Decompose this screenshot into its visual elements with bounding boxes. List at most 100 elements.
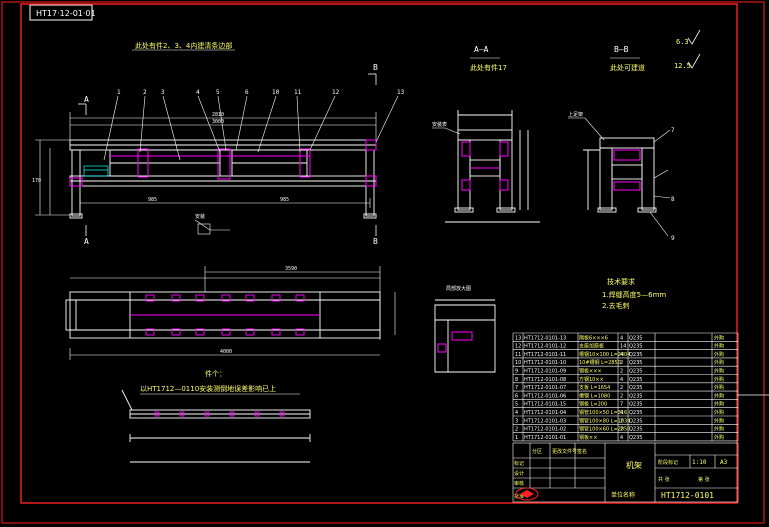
dim-length: 3000 — [212, 119, 224, 125]
bom-row-qty: 4 — [620, 435, 623, 441]
bom-row-qty: 2 — [620, 360, 623, 366]
tech-title: 技术要求 — [607, 277, 635, 286]
bom-row-qty: 4 — [620, 377, 623, 383]
install-leader-label: 安装 — [195, 213, 205, 220]
dim-top: 2810 — [212, 112, 224, 118]
section-b-leader-label: 上足架 — [568, 111, 583, 118]
dim-height: 170 — [32, 178, 41, 184]
section-marker-b-top: B — [373, 63, 378, 72]
tb-right-1: 阶段标记 — [658, 459, 678, 466]
plan-dimension-lines — [69, 266, 396, 360]
main-dimension-lines — [35, 112, 377, 216]
section-b-drawing — [583, 137, 657, 213]
bom-row-note: 外购 — [714, 343, 724, 350]
callout-12: 12 — [332, 89, 340, 96]
bom-row-qty: 7 — [620, 402, 623, 408]
bom-row-material: Q235 — [629, 393, 642, 399]
bom-row-code: HT1712-0101-15 — [524, 402, 566, 408]
bom-row-no: 9 — [515, 369, 518, 375]
bom-row-material: Q235 — [629, 427, 642, 433]
bom-row-material: Q235 — [629, 385, 642, 391]
main-hidden-lines — [83, 165, 109, 177]
callout-10: 10 — [272, 89, 280, 96]
tb-col-2: 更改文件号 — [552, 448, 577, 455]
callout-2: 2 — [143, 89, 147, 96]
bom-row-no: 7 — [515, 385, 518, 391]
bom-row-no: 1 — [515, 435, 518, 441]
section-a-leader-label: 安装表 — [432, 121, 447, 128]
bom-row-note: 外购 — [714, 351, 724, 358]
plan-view-parts — [130, 294, 320, 336]
bom-row-material: Q235 — [629, 435, 642, 441]
bom-row-no: 5 — [515, 402, 518, 408]
section-b-parts — [613, 149, 641, 191]
detail-parts — [437, 331, 473, 353]
bom-row-code: HT1712-0101-04 — [524, 410, 566, 416]
bom-row-name: 槽钢 L=1080 — [579, 392, 610, 399]
beam-caption: 以HT1712—0110安装测倒地误差影响已上 — [140, 384, 276, 393]
bom-row-note: 外购 — [714, 392, 724, 399]
callout-8: 8 — [671, 196, 675, 203]
title-block-name: 机架 — [626, 460, 642, 470]
bom-row-material: Q235 — [629, 344, 642, 350]
bom-row-note: 外购 — [714, 401, 724, 408]
bom-row-name: 方钢10×× — [579, 376, 604, 383]
callout-13: 13 — [397, 89, 405, 96]
bom-row-no: 11 — [515, 352, 521, 358]
bom-row-note: 外购 — [714, 334, 724, 341]
section-b-sub: 此处可建道 — [610, 63, 645, 72]
section-a-leader — [432, 127, 461, 135]
bom-row-qty: 4 — [620, 335, 623, 341]
bom-row-no: 2 — [515, 427, 518, 433]
bom-row-name: 10#槽钢 L=2850 — [579, 359, 621, 366]
bom-row-qty: 14 — [620, 344, 626, 350]
bom-row-name: 钢管100×80 L=1034 — [579, 417, 630, 424]
title-block-sheet: A3 — [720, 459, 728, 466]
bom-row-code: HT1712-0101-02 — [524, 427, 566, 433]
section-b-leaders — [568, 117, 671, 237]
dim-bottom: 985 — [148, 197, 157, 203]
section-a-title: A—A — [474, 45, 489, 54]
main-weld-parts — [69, 139, 377, 187]
roughness-label-2: 12.5 — [674, 62, 691, 70]
bom-row-note: 外购 — [714, 368, 724, 375]
beam-view — [121, 389, 311, 463]
bom-row-name: 钢板××× — [579, 368, 602, 375]
detail-view — [434, 299, 496, 373]
bom-row-no: 12 — [515, 344, 521, 350]
bom-row-note: 外购 — [714, 376, 724, 383]
roughness-symbols — [687, 29, 701, 69]
section-a-sub: 此处有件17 — [470, 63, 507, 72]
bom-row-no: 13 — [515, 335, 521, 341]
title-block-company: 单位名称 — [611, 491, 635, 499]
section-a-parts — [461, 141, 509, 191]
bom-row-material: Q235 — [629, 360, 642, 366]
bom-row-code: HT1712-0101-09 — [524, 369, 566, 375]
bom-row-qty: 2 — [620, 427, 623, 433]
bom-row-code: HT1712-0101-10 — [524, 360, 566, 366]
bom-row-qty: 2 — [620, 418, 623, 424]
tech-item-1: 1.焊缝高度5—6mm — [602, 290, 666, 299]
tb-label-2: 设计 — [514, 470, 524, 477]
main-view-title: 此处有件2、3、4内建清条边部 — [135, 41, 232, 50]
bom-row-material: Q235 — [629, 418, 642, 424]
tb-right-3: 第 张 — [698, 476, 710, 483]
bom-row-name: 钢板×× — [579, 434, 597, 441]
bom-row-code: HT1712-0101-11 — [524, 352, 566, 358]
callout-7: 7 — [671, 127, 675, 134]
install-leader — [194, 219, 230, 235]
section-marker-b-bottom: B — [373, 237, 378, 246]
bom-row-material: Q235 — [629, 369, 642, 375]
plan-dim-2: 4000 — [220, 349, 232, 355]
corner-tag: HT17·12-01·01 — [36, 9, 96, 18]
bom-row-note: 外购 — [714, 426, 724, 433]
bom-row-code: HT1712-0101-13 — [524, 335, 566, 341]
bom-row-code: HT1712-0101-01 — [524, 435, 566, 441]
bom-row-name: 支座加筋板 — [579, 343, 604, 350]
bom-row-name: 钢管100×50 L=316 — [579, 409, 627, 416]
bom-row-no: 3 — [515, 418, 518, 424]
bom-row-name: 钢管100×60 L=2850 — [579, 426, 630, 433]
bom-row-code: HT1712-0101-03 — [524, 418, 566, 424]
plan-dim: 3590 — [285, 266, 297, 272]
